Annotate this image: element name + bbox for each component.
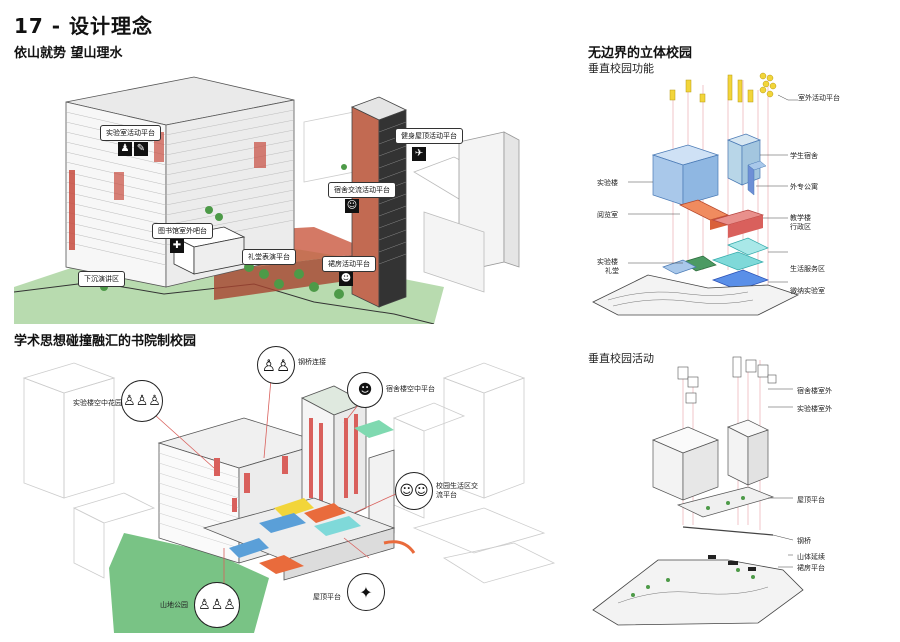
label-outdoor-platform: 室外活动平台 bbox=[798, 94, 840, 102]
label-dorm-outdoor: 宿舍楼室外 bbox=[797, 387, 832, 395]
sky-garden-people-icon: ♙♙♙ bbox=[121, 380, 163, 422]
label-lab-building-2: 实验楼 bbox=[597, 258, 618, 266]
label-dorm-sky-platform: 宿舍楼空中平台 bbox=[386, 385, 435, 393]
label-roof-platform-right: 屋顶平台 bbox=[797, 496, 825, 504]
label-lab-building: 实验楼 bbox=[597, 179, 618, 187]
label-admin-zone: 行政区 bbox=[790, 223, 811, 231]
gym-icon: ✈ bbox=[412, 147, 426, 161]
bridge-people-icon: ♙♙ bbox=[257, 346, 295, 384]
section-title-vertical: 无边界的立体校园 bbox=[588, 46, 693, 61]
label-teaching-building: 教学楼 bbox=[790, 214, 811, 222]
label-roof-platform: 屋顶平台 bbox=[313, 593, 341, 601]
callout-lab-platform: 实验室活动平台 bbox=[100, 125, 161, 141]
library-icon: ✚ bbox=[170, 239, 184, 253]
label-lab-sky-garden: 实验楼空中花园 bbox=[73, 399, 122, 407]
lab-study-icon: ✎ bbox=[134, 142, 148, 156]
label-auditorium: 礼堂 bbox=[605, 267, 619, 275]
callout-auditorium-platform: 礼堂表演平台 bbox=[242, 249, 296, 265]
label-lab-outdoor: 实验楼室外 bbox=[797, 405, 832, 413]
callout-rooftop-platform: 裙房活动平台 bbox=[322, 256, 376, 272]
dorm-icon: ☺ bbox=[345, 199, 359, 213]
label-campus-life-platform: 校园生活区交流平台 bbox=[436, 482, 478, 499]
label-bridge: 钢桥连接 bbox=[298, 358, 326, 366]
roof-play-icon: ✦ bbox=[347, 573, 385, 611]
label-reading-room: 阅览室 bbox=[597, 211, 618, 219]
vertical-activity-diagram bbox=[592, 356, 804, 626]
mountain-park-people-icon: ♙♙♙ bbox=[194, 582, 240, 628]
subtitle-vertical-activity: 垂直校园活动 bbox=[588, 352, 654, 365]
label-mountain-park: 山地公园 bbox=[160, 601, 188, 609]
rooftop-icon: ☻ bbox=[339, 272, 353, 286]
vertical-function-diagram bbox=[592, 72, 800, 316]
dorm-rest-icon: ☻ bbox=[347, 372, 383, 408]
section-title-terrain: 依山就势 望山理水 bbox=[14, 46, 123, 61]
label-foreign-apartment: 外专公寓 bbox=[790, 183, 818, 191]
subtitle-vertical-function: 垂直校园功能 bbox=[588, 62, 654, 75]
label-bridge-right: 钢桥 bbox=[797, 537, 811, 545]
callout-gym-roof: 健身屋顶活动平台 bbox=[395, 128, 463, 144]
label-mountain-extend: 山体延续 bbox=[797, 553, 825, 561]
page-title: 17 - 设计理念 bbox=[14, 14, 154, 38]
callout-library-terrace: 图书馆室外吧台 bbox=[152, 223, 213, 239]
lab-activity-icon: ♟ bbox=[118, 142, 132, 156]
label-podium-platform: 裙房平台 bbox=[797, 564, 825, 572]
campus-life-icon: ☺☺ bbox=[395, 472, 433, 510]
label-life-service: 生活服务区 bbox=[790, 265, 825, 273]
callout-sunken-plaza: 下沉演讲区 bbox=[78, 271, 125, 287]
section-title-academy: 学术思想碰撞融汇的书院制校园 bbox=[14, 334, 197, 349]
label-student-dorm: 学生宿舍 bbox=[790, 152, 818, 160]
callout-dorm-platform: 宿舍交流活动平台 bbox=[328, 182, 396, 198]
label-micro-lab: 微纳实验室 bbox=[790, 287, 825, 295]
